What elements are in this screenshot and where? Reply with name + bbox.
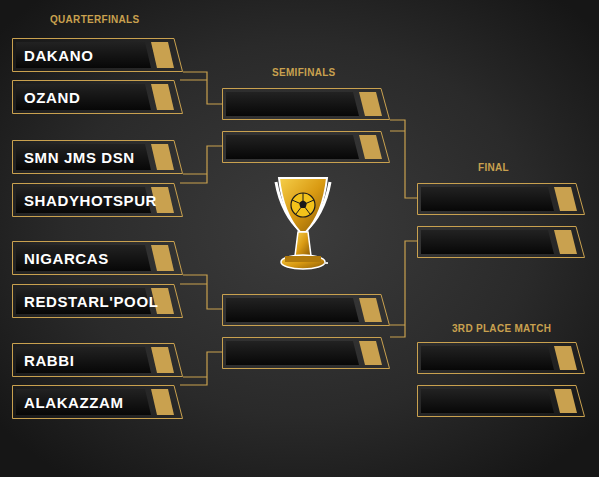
team-name: ALAKAZZAM: [24, 385, 124, 419]
team-name: OZAND: [24, 80, 80, 114]
team-slot: NIGARCAS: [12, 241, 183, 275]
slot-outline: [13, 386, 183, 419]
trophy-illustration: [276, 178, 330, 269]
team-slot: SHADYHOTSPUR: [12, 183, 183, 217]
round-heading: SEMIFINALS: [272, 67, 336, 78]
team-slot: ALAKAZZAM: [12, 385, 183, 419]
empty-slot: [223, 132, 390, 163]
team-name: NIGARCAS: [24, 241, 109, 275]
slot-outline: [13, 242, 183, 275]
bracket-line: [180, 352, 222, 385]
slot-outline: [13, 285, 183, 318]
empty-slot: [418, 386, 585, 417]
slot-tab: [151, 347, 174, 373]
team-slot: RABBI: [12, 343, 183, 377]
slot-outline: [13, 81, 183, 114]
bracket-line: [390, 241, 417, 337]
slot-tab: [151, 245, 174, 271]
bracket-line: [390, 120, 417, 198]
round-heading: 3RD PLACE MATCH: [452, 323, 551, 334]
bracket-line: [180, 72, 222, 104]
team-name: SHADYHOTSPUR: [24, 183, 157, 217]
round-heading: FINAL: [478, 162, 509, 173]
team-name: SMN JMS DSN: [24, 140, 135, 174]
round-heading: QUARTERFINALS: [50, 14, 139, 25]
slot-outline: [13, 184, 183, 217]
empty-slot: [418, 343, 585, 374]
team-name: DAKANO: [24, 38, 93, 72]
slot-tab: [151, 84, 174, 110]
team-name: REDSTARL'POOL: [24, 284, 158, 318]
slot-outline: [13, 344, 183, 377]
bracket-line: [180, 146, 222, 183]
slot-tab: [151, 42, 174, 68]
slot-outline: [13, 39, 183, 72]
team-slot: DAKANO: [12, 38, 183, 72]
team-name: RABBI: [24, 343, 75, 377]
empty-slot: [418, 227, 585, 258]
empty-slot: [223, 89, 390, 120]
bracket-line: [180, 275, 222, 309]
empty-slot: [223, 295, 390, 326]
bracket-lines: [180, 72, 417, 385]
empty-slot: [223, 338, 390, 369]
team-slot: SMN JMS DSN: [12, 140, 183, 174]
slot-outline: [13, 141, 183, 174]
slot-tab: [151, 389, 174, 415]
empty-slot: [418, 184, 585, 215]
slot-tab: [151, 144, 174, 170]
team-slot: OZAND: [12, 80, 183, 114]
team-slot: REDSTARL'POOL: [12, 284, 183, 318]
